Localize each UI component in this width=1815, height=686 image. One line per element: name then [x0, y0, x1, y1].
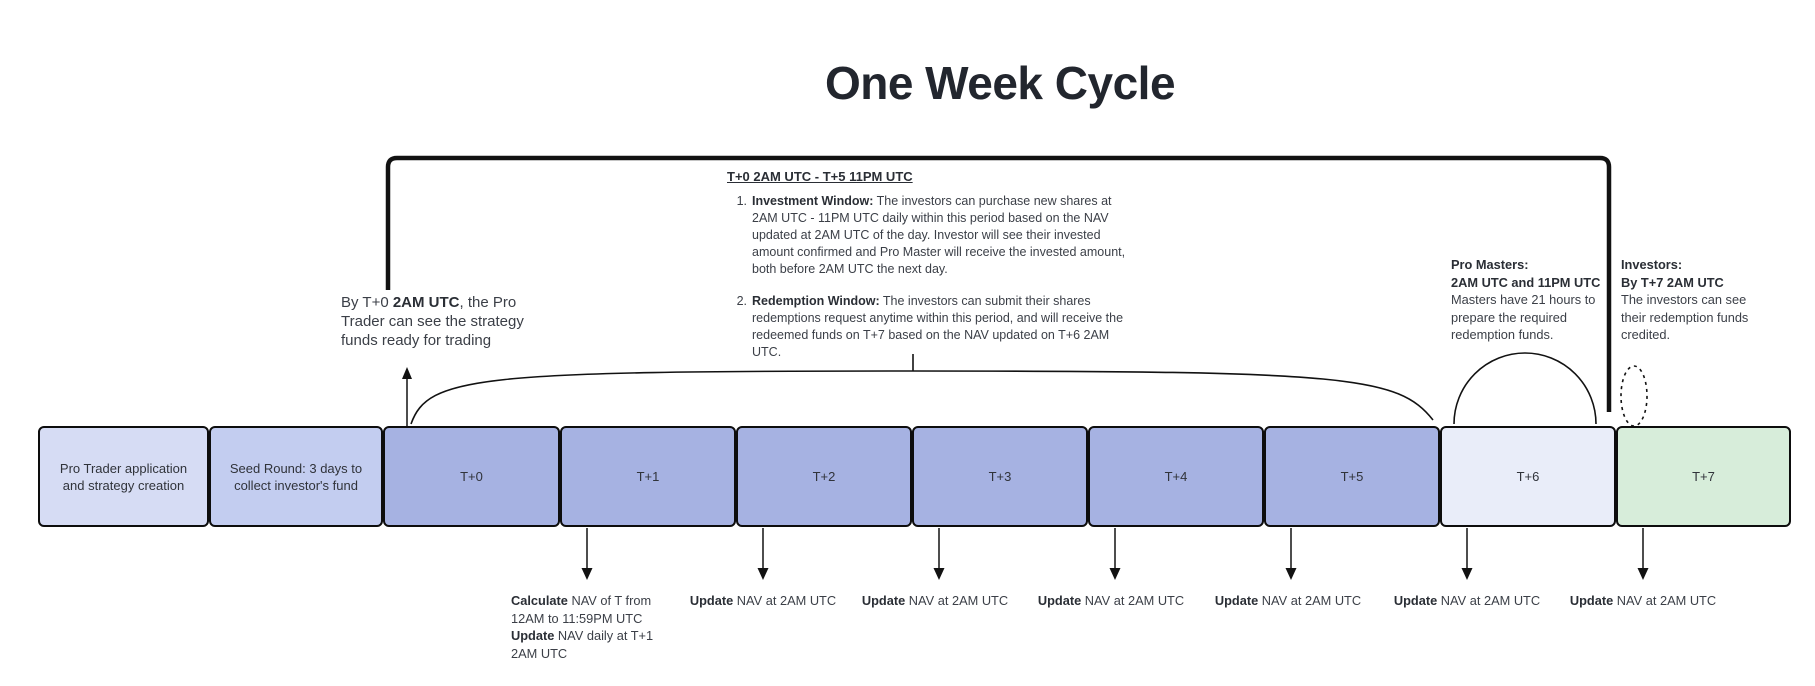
list-number: 1.	[736, 194, 747, 208]
nav-note-update: Update NAV at 2AM UTC	[1037, 593, 1185, 608]
nav-note-update: Update NAV at 2AM UTC	[1214, 593, 1362, 608]
page-title: One Week Cycle	[824, 57, 1176, 109]
nav-update-arrow-icon	[1461, 528, 1473, 580]
nav-update-arrow-icon	[581, 528, 593, 580]
investors-note: Investors: By T+7 2AM UTC The investors …	[1621, 256, 1773, 344]
nav-update-arrow-icon	[933, 528, 945, 580]
timeline-box-t2: T+2	[736, 426, 912, 527]
nav-note-update: Update NAV at 2AM UTC	[689, 593, 837, 608]
note-body: The investors can see their redemption f…	[1621, 292, 1749, 342]
nav-note-update: Update NAV at 2AM UTC	[1393, 593, 1541, 608]
note-title: Investors:	[1621, 257, 1683, 272]
nav-note-line: Calculate NAV of T from	[511, 593, 652, 608]
list-number: 2.	[736, 294, 747, 308]
pro-masters-note: Pro Masters: 2AM UTC and 11PM UTC Master…	[1451, 256, 1609, 344]
nav-update-arrow-icon	[1109, 528, 1121, 580]
nav-update-arrow-icon	[757, 528, 769, 580]
note-subtitle: 2AM UTC and 11PM UTC	[1451, 274, 1601, 290]
timeline-box-t3: T+3	[912, 426, 1088, 527]
nav-update-arrow-icon	[1637, 528, 1649, 580]
timeline-box-t4: T+4	[1088, 426, 1264, 527]
timeline-box-t0: T+0	[383, 426, 560, 527]
list-item-redemption-window: 2. Redemption Window: The investors can …	[723, 293, 1135, 361]
note-title: Pro Masters:	[1451, 257, 1529, 272]
window-period-header: T+0 2AM UTC - T+5 11PM UTC	[727, 169, 913, 184]
pro-trader-note: By T+0 2AM UTC, the Pro Trader can see t…	[341, 294, 524, 349]
timeline-box-t6: T+6	[1440, 426, 1616, 527]
timeline-box-application: Pro Trader application and strategy crea…	[38, 426, 209, 527]
timeline-box-seed-round: Seed Round: 3 days to collect investor's…	[209, 426, 383, 527]
timeline-box-t7: T+7	[1616, 426, 1791, 527]
nav-note-line: Update NAV daily at T+1	[511, 628, 654, 643]
nav-update-arrow-icon	[1285, 528, 1297, 580]
nav-note-calculate: Calculate NAV of T from 12AM to 11:59PM …	[511, 592, 701, 662]
note-body: Masters have 21 hours to prepare the req…	[1451, 292, 1596, 342]
list-item-investment-window: 1. Investment Window: The investors can …	[723, 193, 1135, 278]
timeline-box-t1: T+1	[560, 426, 736, 527]
investment-window-block: T+0 2AM UTC - T+5 11PM UTC 1. Investment…	[723, 168, 1135, 361]
nav-note-update: Update NAV at 2AM UTC	[1569, 593, 1717, 608]
pro-trader-up-arrow-icon	[402, 367, 412, 426]
nav-note-line: 12AM to 11:59PM UTC	[511, 610, 643, 626]
redemption-prep-arc-icon	[1453, 352, 1597, 425]
list-item-text: Investment Window: The investors can pur…	[752, 194, 1126, 276]
note-subtitle: By T+7 2AM UTC	[1621, 274, 1724, 290]
timeline-box-t5: T+5	[1264, 426, 1440, 527]
nav-note-line: 2AM UTC	[511, 645, 568, 661]
list-item-text: Redemption Window: The investors can sub…	[752, 294, 1124, 359]
investors-dotted-loop-icon	[1620, 365, 1648, 427]
investment-window-brace-icon	[410, 354, 1434, 425]
nav-note-update: Update NAV at 2AM UTC	[861, 593, 1009, 608]
